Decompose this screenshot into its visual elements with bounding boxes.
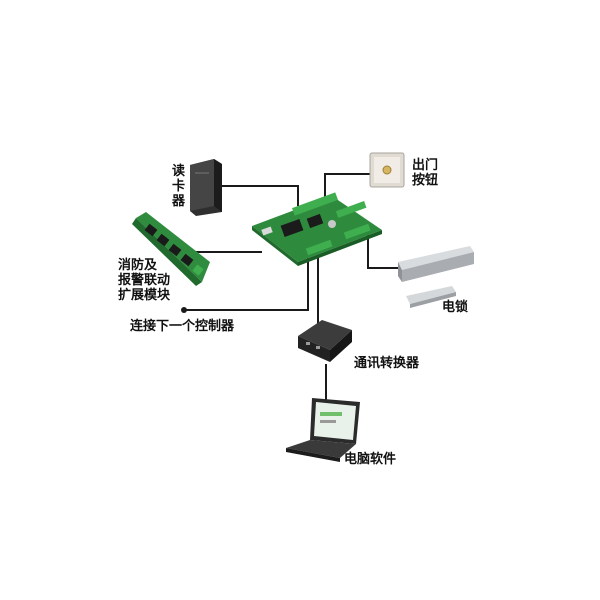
wires: [184, 173, 398, 400]
exit-button-icon: [369, 152, 405, 188]
exit-button-label: 出门 按钮: [412, 158, 439, 188]
converter-label: 通讯转换器: [354, 356, 420, 371]
wire-exit-button: [324, 173, 370, 200]
electric-lock-label: 电锁: [442, 300, 469, 315]
converter-icon: [298, 320, 352, 362]
wire-reader: [222, 185, 299, 206]
wire-next-controller: [184, 258, 309, 311]
next-controller-label: 连接下一个控制器: [130, 319, 235, 334]
electric-lock-icon: [398, 246, 474, 308]
controller-board-icon: [252, 192, 382, 266]
laptop-icon: [286, 398, 360, 462]
card-reader-icon: [190, 159, 222, 216]
wire-electric-lock: [367, 232, 398, 269]
next-controller-dot: [181, 307, 187, 313]
pc-software-label: 电脑软件: [344, 452, 397, 467]
fire-alarm-module-label: 消防及 报警联动 扩展模块: [118, 258, 171, 303]
expansion-module-icon: [132, 212, 210, 286]
reader-label: 读 卡 器: [172, 164, 186, 209]
